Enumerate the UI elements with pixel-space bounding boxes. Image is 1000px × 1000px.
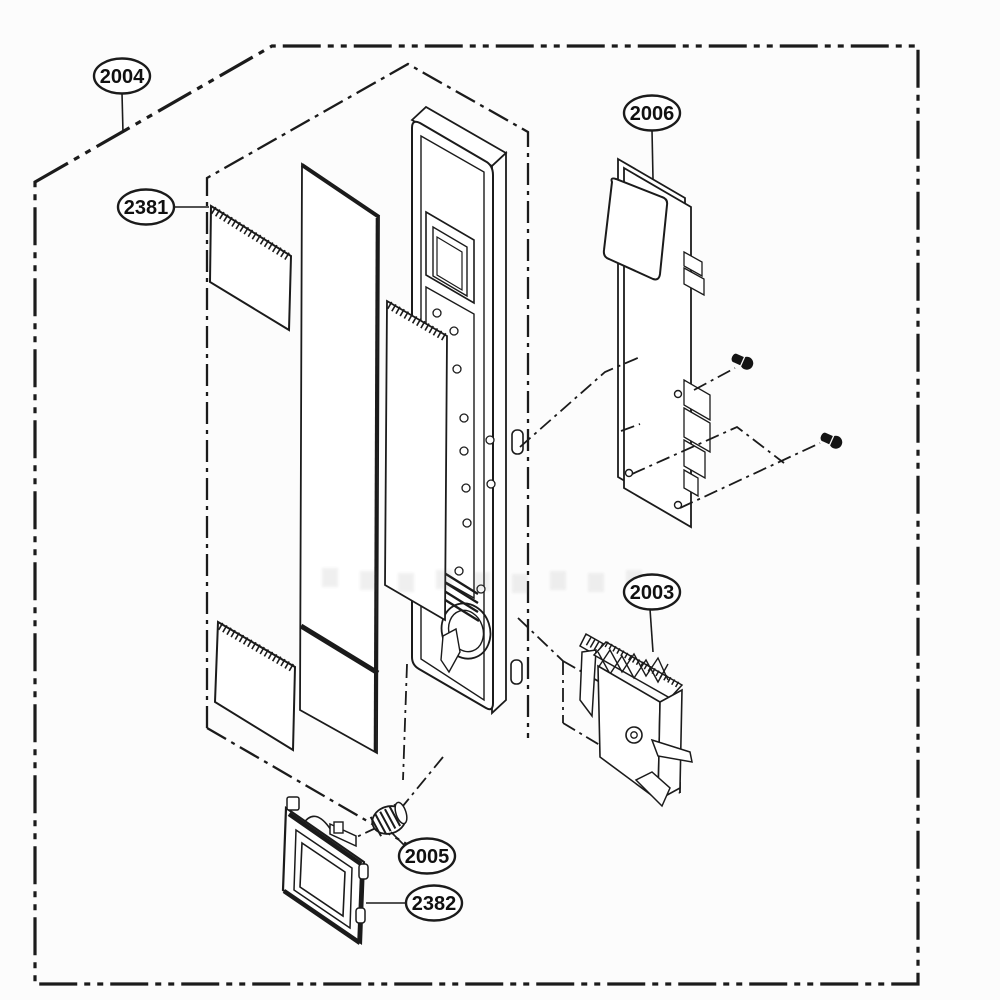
window-opening	[299, 841, 346, 918]
callout-2006-label: 2006	[630, 103, 675, 125]
side-clip	[358, 863, 369, 880]
pcb-panel-2006	[602, 157, 711, 529]
top-clip	[286, 796, 300, 811]
callouts: 2004 2381 2006 2003 2005 2382	[92, 57, 682, 922]
screw-bosses	[432, 308, 496, 594]
side-clip	[510, 659, 523, 685]
callout-2381: 2381	[116, 188, 176, 226]
latch-wedge	[650, 738, 693, 763]
latch-foot	[634, 771, 671, 808]
callout-2003-label: 2003	[630, 582, 675, 604]
screw-1	[731, 353, 754, 370]
mounting-holes	[624, 389, 683, 510]
display-frame-2382	[281, 796, 369, 946]
callout-2381-label: 2381	[124, 197, 169, 219]
latch-claw	[579, 649, 597, 719]
outer-boundary-border	[33, 44, 920, 986]
side-clip	[355, 907, 366, 924]
callout-2004: 2004	[92, 57, 152, 95]
door-film-panel	[299, 162, 381, 755]
watermark-smudge	[322, 568, 642, 593]
window-film-2381	[208, 204, 293, 332]
display-window-opening	[425, 210, 475, 305]
connector-small	[683, 250, 705, 297]
connector-stack	[683, 378, 711, 498]
callout-2005: 2005	[397, 837, 457, 875]
callout-leaders	[121, 92, 654, 904]
coil-bushing-2005	[369, 801, 408, 837]
side-clip	[511, 429, 524, 455]
callout-2003: 2003	[622, 573, 682, 611]
callout-2004-label: 2004	[100, 66, 145, 88]
lower-window-film	[213, 620, 297, 752]
callout-2382-label: 2382	[412, 893, 457, 915]
membrane-sheet	[384, 299, 449, 622]
serrated-edge	[386, 301, 449, 342]
serrated-edge	[210, 206, 293, 262]
screw-assembly-lines	[519, 356, 821, 509]
clip-bracket	[440, 627, 461, 674]
callout-2006: 2006	[622, 94, 682, 132]
latch-body-2003	[579, 632, 693, 808]
handle-arch	[302, 815, 332, 831]
callout-2382: 2382	[404, 884, 464, 922]
display-sticker	[602, 177, 669, 281]
callout-2005-label: 2005	[405, 846, 450, 868]
screw-2	[820, 432, 843, 449]
